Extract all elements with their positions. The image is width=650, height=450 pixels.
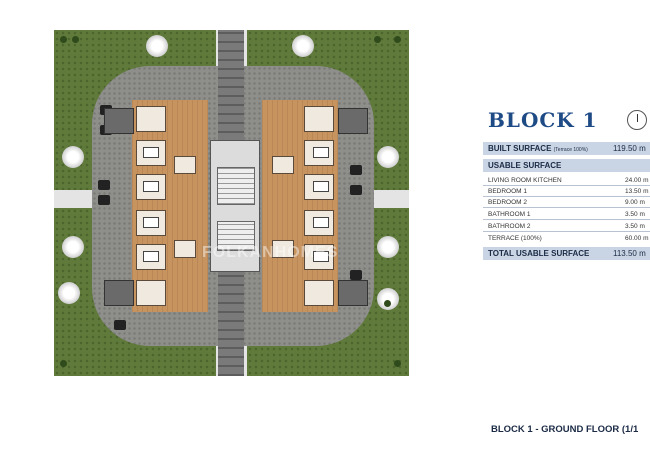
umbrella-icon	[146, 35, 168, 57]
lounger-icon	[114, 320, 126, 330]
usable-surface-header: USABLE SURFACE	[483, 159, 650, 172]
west-wing	[132, 100, 208, 312]
umbrella-icon	[58, 282, 80, 304]
building-block	[104, 100, 368, 312]
lounger-icon	[350, 270, 362, 280]
shrub-icon	[374, 36, 381, 43]
shrub-icon	[72, 36, 79, 43]
north-compass-icon	[627, 110, 647, 130]
stair-core	[210, 140, 260, 272]
east-wing	[262, 100, 338, 312]
umbrella-icon	[377, 236, 399, 258]
built-surface-note: (Terrace 100%)	[553, 147, 588, 153]
terrace	[104, 280, 134, 306]
lounger-icon	[98, 180, 110, 190]
built-surface-value: 119.50 m	[613, 144, 646, 153]
terrace	[338, 280, 368, 306]
shrub-icon	[60, 360, 67, 367]
total-usable-surface-value: 113.50 m	[613, 249, 646, 258]
lounger-icon	[98, 195, 110, 205]
shrub-icon	[394, 360, 401, 367]
block-title: BLOCK 1	[488, 108, 598, 132]
lounger-icon	[350, 165, 362, 175]
shrub-icon	[394, 36, 401, 43]
shrub-icon	[60, 36, 67, 43]
watermark: FOLKANHOMES	[202, 244, 339, 261]
umbrella-icon	[292, 35, 314, 57]
built-surface-row: BUILT SURFACE (Terrace 100%) 119.50 m	[483, 142, 650, 155]
umbrella-icon	[62, 146, 84, 168]
lounger-icon	[350, 185, 362, 195]
terrace	[338, 108, 368, 134]
terrace	[104, 108, 134, 134]
site-floor-plan: FOLKANHOMES	[54, 30, 409, 376]
shrub-icon	[384, 300, 391, 307]
umbrella-icon	[377, 288, 399, 310]
area-row: TERRACE (100%)60.00 m	[488, 235, 649, 242]
floor-caption: BLOCK 1 - GROUND FLOOR (1/1	[491, 424, 639, 435]
umbrella-icon	[62, 236, 84, 258]
total-usable-surface-row: TOTAL USABLE SURFACE 113.50 m	[483, 247, 650, 260]
umbrella-icon	[377, 146, 399, 168]
